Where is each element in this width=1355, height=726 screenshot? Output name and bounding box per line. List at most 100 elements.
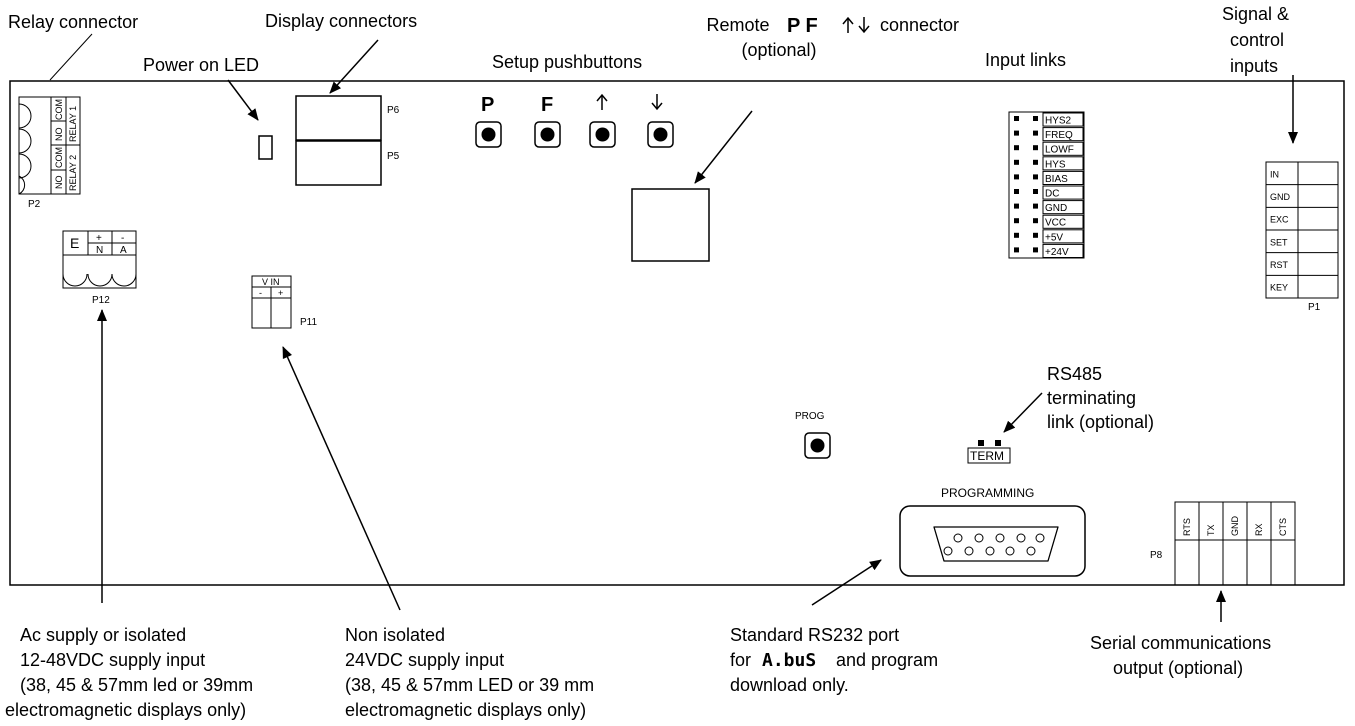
remote-connector-arrow	[694, 110, 753, 184]
up-arrow-icon	[596, 93, 608, 110]
rs232-label-2b: and program	[836, 650, 938, 670]
svg-text:NO: NO	[54, 176, 64, 190]
input-link-label: HYS	[1045, 159, 1066, 170]
input-link-5: DC	[1014, 185, 1084, 200]
pf-connector-heading: P F connector	[787, 15, 959, 37]
svg-text:P: P	[481, 94, 494, 116]
p8-pin-label: TX	[1206, 524, 1216, 536]
signal-label-2: control	[1230, 30, 1284, 50]
setup-button-down[interactable]	[647, 94, 674, 148]
input-link-label: LOWF	[1045, 145, 1074, 156]
remote-label: Remote	[706, 15, 769, 35]
p8-pin-label: RTS	[1182, 518, 1192, 536]
display-connector-p5	[295, 140, 382, 186]
non-isolated-label-4: electromagnetic displays only)	[345, 700, 586, 720]
ac-supply-label-4: electromagnetic displays only)	[5, 700, 246, 720]
ac-supply-label-3: (38, 45 & 57mm led or 39mm	[20, 675, 253, 695]
remote-connector	[631, 188, 710, 262]
rs232-label-2a: for	[730, 650, 751, 670]
serial-output-p8: P8 RTS TX GND RX CTS	[1150, 501, 1296, 586]
signal-label-3: inputs	[1230, 56, 1278, 76]
rs232-label-3: download only.	[730, 675, 849, 695]
setup-button-up[interactable]	[589, 93, 616, 148]
input-link-1: FREQ	[1014, 127, 1084, 142]
p1-pin-label: KEY	[1270, 283, 1288, 293]
svg-text:TERM: TERM	[970, 449, 1004, 463]
input-link-label: BIAS	[1045, 174, 1068, 185]
remote-optional-label: (optional)	[741, 40, 816, 60]
input-link-label: FREQ	[1045, 130, 1073, 141]
svg-text:+: +	[96, 233, 102, 244]
input-link-label: +5V	[1045, 232, 1063, 243]
p1-pin-label: RST	[1270, 260, 1289, 270]
circuit-board	[9, 80, 1345, 586]
ac-supply-label-2: 12-48VDC supply input	[20, 650, 205, 670]
rs485-label-3: link (optional)	[1047, 412, 1154, 432]
p11-label: P11	[300, 317, 317, 328]
svg-text:COM: COM	[54, 99, 64, 120]
p12-label: P12	[92, 295, 110, 306]
input-link-label: +24V	[1045, 247, 1069, 258]
relay-connector-label: Relay connector	[8, 12, 138, 32]
non-isolated-label-2: 24VDC supply input	[345, 650, 504, 670]
svg-text:NO: NO	[54, 128, 64, 142]
supply-connector-p12: E + - N A P12	[62, 230, 137, 306]
non-isolated-label-1: Non isolated	[345, 625, 445, 645]
p8-pin-label: RX	[1254, 523, 1264, 536]
term-link: TERM	[967, 440, 1011, 464]
input-link-2: LOWF	[1014, 141, 1084, 156]
power-led-label: Power on LED	[143, 55, 259, 75]
p6-label: P6	[387, 105, 400, 116]
svg-text:RELAY 2: RELAY 2	[68, 155, 78, 191]
p1-pin-label: IN	[1270, 169, 1279, 179]
setup-button-p[interactable]: P	[475, 94, 502, 148]
down-arrow-icon	[651, 94, 663, 111]
programming-port: PROGRAMMING	[899, 486, 1086, 577]
display-connectors-label: Display connectors	[265, 11, 417, 31]
rs485-label-2: terminating	[1047, 388, 1136, 408]
p8-pin-label: GND	[1230, 516, 1240, 537]
p1-pin-label: EXC	[1270, 215, 1289, 225]
p1-pin-label: SET	[1270, 237, 1288, 247]
supply-connector-p11: V IN - + P11	[251, 275, 317, 329]
svg-text:N: N	[96, 245, 103, 256]
svg-text:-: -	[121, 233, 124, 244]
input-link-6: GND	[1014, 200, 1084, 215]
abus-logo: A.buS	[762, 650, 816, 671]
input-link-9: +24V	[1014, 243, 1084, 258]
svg-text:connector: connector	[880, 15, 959, 35]
rs232-arrow	[811, 559, 882, 606]
down-arrow-icon	[858, 17, 870, 34]
svg-text:COM: COM	[54, 147, 64, 168]
p8-label: P8	[1150, 550, 1163, 561]
input-link-3: HYS	[1014, 156, 1084, 171]
input-link-label: GND	[1045, 203, 1067, 214]
display-connector-p6	[295, 95, 382, 141]
power-led-arrow	[227, 79, 259, 121]
input-link-label: VCC	[1045, 218, 1066, 229]
relay-connector-p2: COM NO COM NO RELAY 1 RELAY 2 P2	[18, 96, 81, 210]
non-isolated-arrow	[282, 346, 401, 611]
p1-label: P1	[1308, 302, 1321, 313]
input-links-label: Input links	[985, 50, 1066, 70]
input-link-8: +5V	[1014, 229, 1084, 244]
rs232-label-1: Standard RS232 port	[730, 625, 899, 645]
p1-pin-label: GND	[1270, 192, 1291, 202]
p5-label: P5	[387, 151, 400, 162]
setup-button-f[interactable]: F	[534, 94, 561, 148]
svg-text:PROGRAMMING: PROGRAMMING	[941, 486, 1034, 500]
rs485-arrow	[1003, 392, 1043, 433]
input-link-0: HYS2	[1014, 112, 1084, 127]
input-link-label: DC	[1045, 189, 1059, 200]
input-link-4: BIAS	[1014, 170, 1084, 185]
up-arrow-icon	[842, 16, 854, 33]
svg-text:-: -	[259, 288, 262, 298]
p8-pin-label: CTS	[1278, 518, 1288, 536]
svg-text:A: A	[120, 245, 127, 256]
svg-text:RELAY 1: RELAY 1	[68, 106, 78, 142]
svg-text:P F: P F	[787, 15, 818, 37]
prog-button[interactable]: PROG	[795, 411, 831, 459]
rs485-label-1: RS485	[1047, 364, 1102, 384]
